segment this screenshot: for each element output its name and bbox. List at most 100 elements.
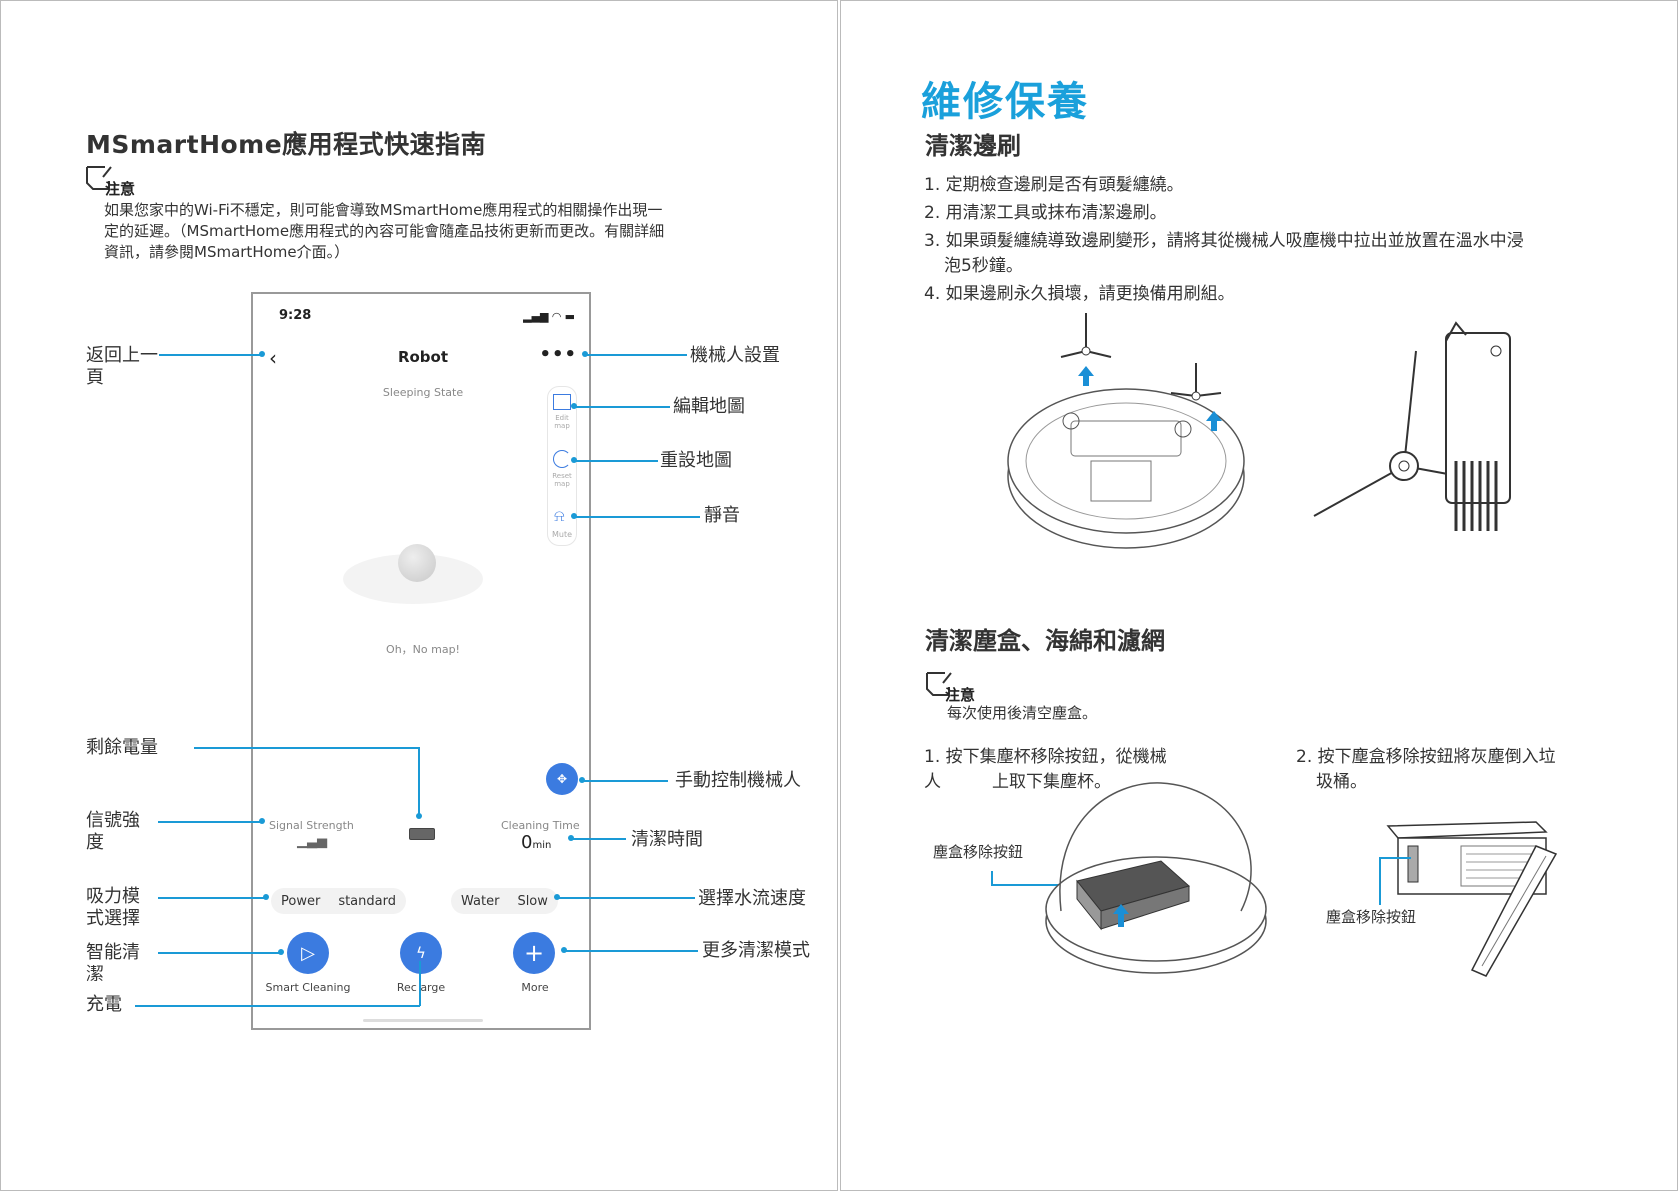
callout-line: 頁: [86, 367, 104, 388]
callout-signal: 信號強 度: [86, 810, 140, 854]
leader-line: [991, 871, 993, 885]
recharge-label: Rec arge: [396, 981, 446, 994]
note-line: 如果您家中的Wi-Fi不穩定，則可能會導致MSmartHome應用程式的相關操作…: [104, 201, 663, 219]
page-title: MSmartHome應用程式快速指南: [86, 130, 487, 159]
step-line: 2. 按下塵盒移除按鈕將灰塵倒入垃: [1296, 747, 1556, 767]
signal-icon: ▁▃▅: [297, 834, 327, 849]
callout-edit-map: 編輯地圖: [673, 396, 745, 417]
leader-line: [135, 1005, 420, 1007]
leader-line: [991, 884, 1071, 886]
cleaning-time-label: Cleaning Time: [501, 819, 580, 832]
callout-more-modes: 更多清潔模式: [702, 940, 810, 961]
leader-line: [194, 747, 419, 749]
section-dust-box: 清潔塵盒、海綿和濾網: [925, 627, 1165, 655]
callout-line: 信號強: [86, 810, 140, 831]
robot-image: [398, 544, 436, 582]
dust-button-label-b: 塵盒移除按鈕: [1326, 908, 1417, 926]
smart-cleaning-label: Smart Cleaning: [265, 981, 351, 994]
callout-mute: 靜音: [704, 505, 740, 526]
cleaning-time-number: 0: [521, 832, 533, 853]
leader-line: [582, 780, 668, 782]
leader-line: [158, 821, 262, 823]
leader-dot: [263, 894, 269, 900]
recharge-button[interactable]: ϟ: [400, 932, 442, 974]
maintenance-title: 維修保養: [921, 79, 1089, 125]
callout-line: 潔: [86, 964, 104, 985]
robot-underside-illustration: [1007, 313, 1245, 549]
step-item: 2. 用清潔工具或抹布清潔邊刷。: [924, 203, 1167, 223]
callout-line: 式選擇: [86, 908, 140, 929]
callout-line: 度: [86, 832, 104, 853]
home-indicator: [363, 1019, 483, 1022]
leader-line: [158, 897, 265, 899]
note-icon: [86, 166, 112, 190]
leader-dot: [278, 949, 284, 955]
dust-step-2: 2. 按下塵盒移除按鈕將灰塵倒入垃 圾桶。: [1296, 745, 1596, 795]
no-map-text: Oh，No map!: [386, 643, 460, 656]
cleaning-time-unit: min: [532, 840, 552, 851]
power-value: standard: [338, 893, 396, 909]
callout-power: 吸力模 式選擇: [86, 886, 140, 930]
leader-line: [564, 950, 698, 952]
callout-line: 返回上一: [86, 345, 158, 366]
leader-line: [418, 747, 420, 815]
edit-map-icon[interactable]: [553, 394, 571, 410]
status-icons: ▂▄▆ ◠ ▬: [523, 310, 575, 323]
step-item: 3. 如果頭髮纏繞導致邊刷變形，請將其從機械人吸塵機中拉出並放置在溫水中浸: [924, 231, 1524, 251]
power-mode-selector[interactable]: Power standard: [271, 888, 406, 914]
callout-back: 返回上一 頁: [86, 345, 158, 389]
status-time: 9:28: [279, 308, 312, 323]
leader-dot: [259, 351, 265, 357]
leader-line: [585, 354, 687, 356]
reset-map-icon[interactable]: [553, 450, 571, 468]
leader-line: [1379, 857, 1411, 859]
back-icon[interactable]: ‹: [269, 346, 277, 370]
leader-line: [1379, 857, 1381, 905]
smart-cleaning-button[interactable]: ▷: [287, 932, 329, 974]
callout-recharge: 充電: [86, 994, 122, 1015]
callout-battery: 剩餘電量: [86, 737, 158, 758]
note-text: 每次使用後清空塵盒。: [947, 704, 1098, 722]
note-icon: [926, 672, 952, 696]
dust-cup-removal-illustration: [1045, 782, 1267, 974]
leader-line: [574, 406, 670, 408]
leader-line: [571, 838, 626, 840]
leader-line: [557, 897, 695, 899]
robot-state: Sleeping State: [382, 386, 464, 399]
mute-icon[interactable]: ⍾: [554, 506, 565, 525]
callout-line: 智能清: [86, 942, 140, 963]
callout-manual-control: 手動控制機械人: [675, 770, 801, 791]
water-label: Water: [461, 893, 500, 909]
water-flow-selector[interactable]: Water Slow: [451, 888, 558, 914]
more-modes-button[interactable]: +: [513, 932, 555, 974]
water-value: Slow: [517, 893, 548, 909]
side-brush-steps: 1. 定期檢查邊刷是否有頭髮纏繞。 2. 用清潔工具或抹布清潔邊刷。 3. 如果…: [924, 173, 1604, 307]
robot-title: Robot: [397, 348, 449, 366]
callout-reset-map: 重設地圖: [660, 450, 732, 471]
dust-box-empty-illustration: [1386, 821, 1558, 977]
more-options-icon[interactable]: •••: [539, 344, 577, 365]
note-line: 定的延遲。（MSmartHome應用程式的內容可能會隨產品技術更新而更改。有關詳…: [104, 222, 665, 240]
left-page: MSmartHome應用程式快速指南 注意 如果您家中的Wi-Fi不穩定，則可能…: [0, 0, 838, 1191]
step-line: 1. 按下集塵杯移除按鈕，從機械: [924, 747, 1167, 767]
note-label: 注意: [945, 686, 976, 704]
phone-screenshot: 9:28 ▂▄▆ ◠ ▬ ‹ Robot ••• Sleeping State …: [251, 292, 591, 1030]
callout-line: 吸力模: [86, 886, 140, 907]
leader-dot: [259, 818, 265, 824]
manual-control-button[interactable]: ✥: [546, 763, 578, 795]
leader-line: [419, 961, 421, 1006]
step-line: 圾桶。: [1316, 772, 1367, 792]
mute-label: Mute: [551, 530, 573, 539]
dust-button-label-a: 塵盒移除按鈕: [933, 843, 1024, 861]
battery-icon: [409, 828, 435, 840]
brush-cleaning-tool-illustration: [1313, 321, 1511, 531]
section-side-brush: 清潔邊刷: [925, 132, 1021, 160]
right-page: 維修保養 清潔邊刷 1. 定期檢查邊刷是否有頭髮纏繞。 2. 用清潔工具或抹布清…: [840, 0, 1678, 1191]
callout-smart-clean: 智能清 潔: [86, 942, 140, 986]
leader-line: [574, 516, 700, 518]
leader-line: [574, 460, 658, 462]
more-label: More: [521, 981, 549, 994]
leader-line: [159, 354, 262, 356]
dust-step-1: 1. 按下集塵杯移除按鈕，從機械 人 上取下集塵杯。: [924, 745, 1224, 795]
step-item: 泡5秒鐘。: [944, 256, 1023, 276]
